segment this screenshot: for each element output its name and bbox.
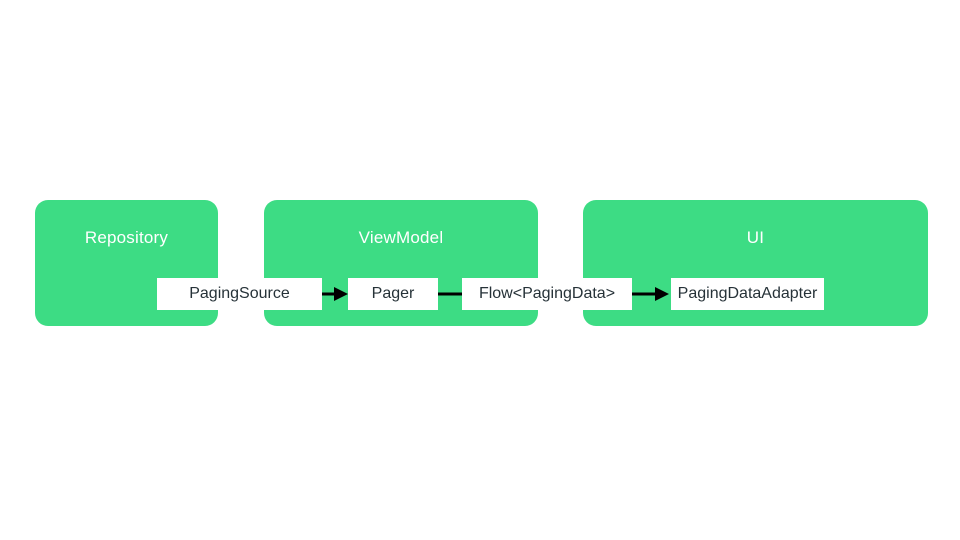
node-pagingdataadapter: PagingDataAdapter bbox=[671, 278, 824, 310]
layer-ui-title: UI bbox=[746, 228, 765, 247]
layer-repository-title: Repository bbox=[84, 228, 169, 247]
node-pagingsource: PagingSource bbox=[157, 278, 322, 310]
layer-repository: Repository bbox=[35, 200, 218, 326]
layer-viewmodel-title: ViewModel bbox=[358, 228, 444, 247]
node-flow-pagingdata: Flow<PagingData> bbox=[462, 278, 632, 310]
node-pager: Pager bbox=[348, 278, 438, 310]
